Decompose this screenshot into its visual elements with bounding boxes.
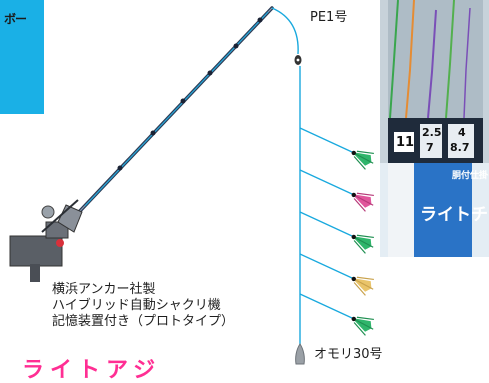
swivel bbox=[294, 55, 302, 65]
footer-title: ライトアジ bbox=[22, 358, 162, 383]
sinker-label: オモリ30号 bbox=[314, 347, 383, 362]
photo-number-right-top: 4 bbox=[458, 126, 466, 139]
fishing-rod bbox=[60, 6, 274, 232]
lure-1 bbox=[351, 150, 374, 170]
branch-lines bbox=[299, 127, 353, 319]
lure-4 bbox=[351, 276, 374, 296]
photo-tag-side: 胴付仕掛け bbox=[452, 171, 489, 181]
jigging-machine bbox=[9, 199, 83, 282]
diagram-canvas bbox=[9, 6, 374, 365]
photo-tag-main: ライトチ bbox=[420, 205, 488, 225]
machine-caption-line2: ハイブリッド自動シャクリ機 bbox=[52, 298, 221, 313]
machine-caption-line3: 記憶装置付き（プロトタイプ） bbox=[52, 314, 235, 329]
photo-number-left: 11 bbox=[396, 135, 415, 150]
sinker bbox=[295, 343, 305, 365]
line-label: PE1号 bbox=[310, 10, 348, 25]
lure-3 bbox=[351, 234, 374, 254]
photo-number-right-bottom: 8.7 bbox=[450, 141, 470, 154]
main-line bbox=[271, 7, 299, 55]
callout-text: ボー bbox=[4, 12, 27, 26]
photo-number-mid-top: 2.5 bbox=[422, 126, 442, 139]
product-photo: 11 2.5 7 4 8.7 ライトチ 胴付仕掛け bbox=[380, 0, 489, 257]
machine-caption-line1: 横浜アンカー社製 bbox=[52, 282, 156, 297]
blue-callout: ボー bbox=[0, 0, 44, 114]
lure-5 bbox=[351, 316, 374, 336]
lure-2 bbox=[351, 192, 374, 212]
photo-number-mid-bottom: 7 bbox=[426, 141, 434, 154]
